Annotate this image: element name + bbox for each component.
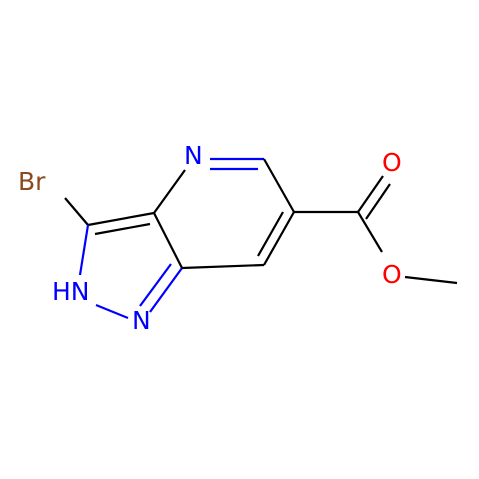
bond-c3-nh	[78, 224, 90, 276]
bond-ccarb-ocarb	[357, 175, 384, 213]
bond-c3a-npyr	[153, 169, 186, 214]
atom-nh-label: HN	[52, 277, 90, 306]
atom-n-pyrazole-label: N	[132, 306, 151, 335]
bond-oester-methyl	[404, 275, 458, 285]
bond-n-c7a-inner	[139, 263, 172, 307]
bond-c7-c7a	[181, 263, 265, 270]
bond-c6-c7-inner	[257, 211, 284, 257]
bond-ccarb-ocarb-inner	[365, 183, 391, 220]
atom-br-label: Br	[18, 167, 46, 196]
bonds	[64, 157, 458, 320]
bond-ccarb-oester	[357, 211, 383, 253]
bond-c5-c6	[263, 158, 295, 213]
bond-n-c7a	[149, 267, 183, 313]
atom-labels: Br HN N N O O	[18, 141, 402, 335]
bond-nh-n	[95, 303, 129, 320]
bond-c3-c3a-inner	[94, 222, 151, 236]
bond-c3-c3a	[87, 211, 155, 227]
atom-o-carbonyl-label: O	[382, 148, 402, 177]
atom-o-ester-label: O	[382, 260, 402, 289]
bond-c3a-c7a	[153, 212, 183, 269]
bond-c6-c7	[263, 211, 295, 266]
atom-n-pyridine-label: N	[184, 141, 203, 170]
bond-c3-br	[64, 197, 89, 226]
